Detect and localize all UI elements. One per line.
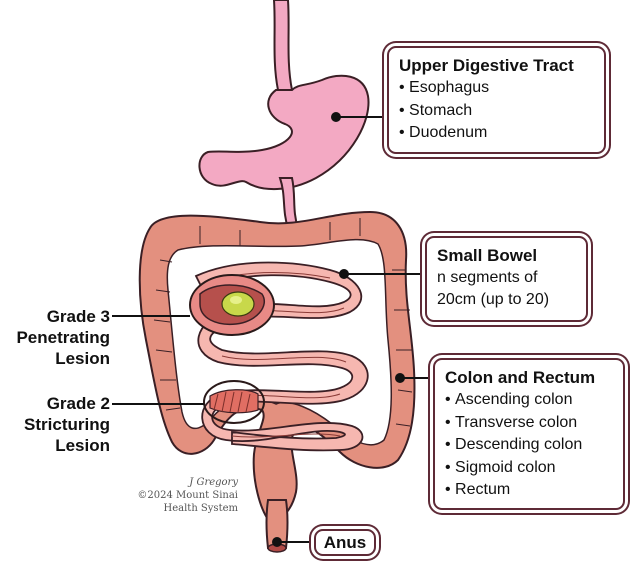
grade3-line-1: Grade 3 [46, 307, 110, 326]
small-bowel-line-2: 20cm (up to 20) [437, 291, 550, 308]
grade2-lesion-label: Grade 2 Stricturing Lesion [4, 393, 110, 456]
colon-item-ascending: Ascending colon [445, 389, 613, 412]
stomach [198, 74, 370, 191]
grade3-line-2: Penetrating [16, 328, 110, 347]
grade2-line-1: Grade 2 [46, 394, 110, 413]
small-bowel-title: Small Bowel [437, 246, 538, 265]
colon-item-descending: Descending colon [445, 434, 613, 457]
grade3-lesion-label: Grade 3 Penetrating Lesion [4, 306, 110, 369]
grade2-lesion-circle [203, 380, 265, 424]
credit-copyright: ©2024 Mount Sinai [137, 490, 238, 501]
credit-author: J Gregory [189, 477, 238, 488]
colon-item-sigmoid: Sigmoid colon [445, 457, 613, 480]
colon-title: Colon and Rectum [445, 368, 596, 387]
small-bowel-line-1: n segments of [437, 269, 538, 286]
anus-title: Anus [323, 533, 367, 552]
grade2-line-3: Lesion [55, 436, 110, 455]
abscess [221, 291, 255, 317]
illustration-credit: J Gregory ©2024 Mount Sinai Health Syste… [120, 476, 238, 515]
colon-item-transverse: Transverse colon [445, 412, 613, 435]
grade3-line-3: Lesion [55, 349, 110, 368]
credit-org: Health System [163, 503, 239, 514]
colon-item-rectum: Rectum [445, 479, 613, 502]
anus-callout: Anus [314, 529, 376, 556]
upper-tract-item-esophagus: Esophagus [399, 77, 594, 100]
upper-tract-title: Upper Digestive Tract [399, 56, 574, 75]
small-bowel-callout: Small Bowel n segments of 20cm (up to 20… [425, 236, 588, 322]
esophagus [272, 0, 294, 91]
upper-tract-item-duodenum: Duodenum [399, 122, 594, 145]
grade2-line-2: Stricturing [24, 415, 110, 434]
upper-digestive-tract-callout: Upper Digestive Tract Esophagus Stomach … [387, 46, 606, 154]
upper-tract-item-stomach: Stomach [399, 100, 594, 123]
colon-rectum-callout: Colon and Rectum Ascending colon Transve… [433, 358, 625, 510]
